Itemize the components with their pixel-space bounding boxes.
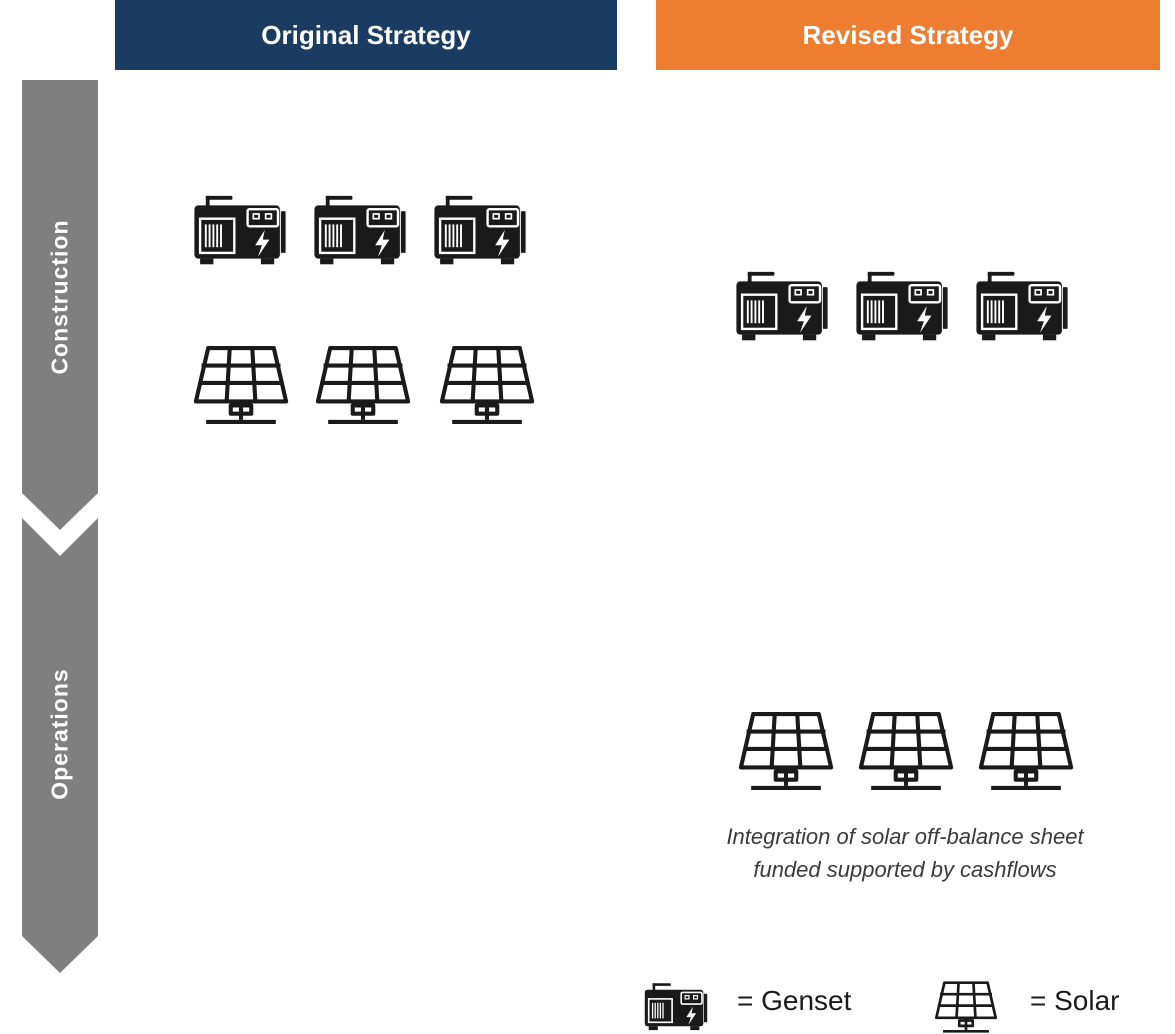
legend-genset-label: = Genset <box>737 985 852 1016</box>
genset-icon <box>310 194 410 270</box>
genset-icon <box>190 194 290 270</box>
genset-icon <box>852 270 952 346</box>
solar-integration-caption: Integration of solar off-balance sheet f… <box>655 820 1155 886</box>
solar-panel-icon <box>930 980 1002 1034</box>
solar-panel-icon <box>310 344 416 426</box>
caption-line-2: funded supported by cashflows <box>753 857 1057 882</box>
original-strategy-header: Original Strategy <box>115 0 617 70</box>
genset-icon <box>430 194 530 270</box>
revised-strategy-header: Revised Strategy <box>656 0 1160 70</box>
genset-icon <box>972 270 1072 346</box>
operations-phase-arrow <box>22 518 98 973</box>
solar-panel-icon <box>434 344 540 426</box>
solar-panel-icon <box>853 710 959 792</box>
construction-phase-arrow <box>22 80 98 530</box>
solar-panel-icon <box>973 710 1079 792</box>
operations-phase-label: Operations <box>46 668 73 800</box>
solar-panel-icon <box>188 344 294 426</box>
original-strategy-title: Original Strategy <box>261 19 471 50</box>
construction-phase-label: Construction <box>46 219 73 375</box>
legend-solar-label: = Solar <box>1030 985 1120 1016</box>
caption-line-1: Integration of solar off-balance sheet <box>726 824 1084 849</box>
solar-panel-icon <box>733 710 839 792</box>
genset-icon <box>636 982 716 1034</box>
phase-timeline <box>22 80 98 973</box>
revised-strategy-title: Revised Strategy <box>802 19 1014 50</box>
genset-icon <box>732 270 832 346</box>
